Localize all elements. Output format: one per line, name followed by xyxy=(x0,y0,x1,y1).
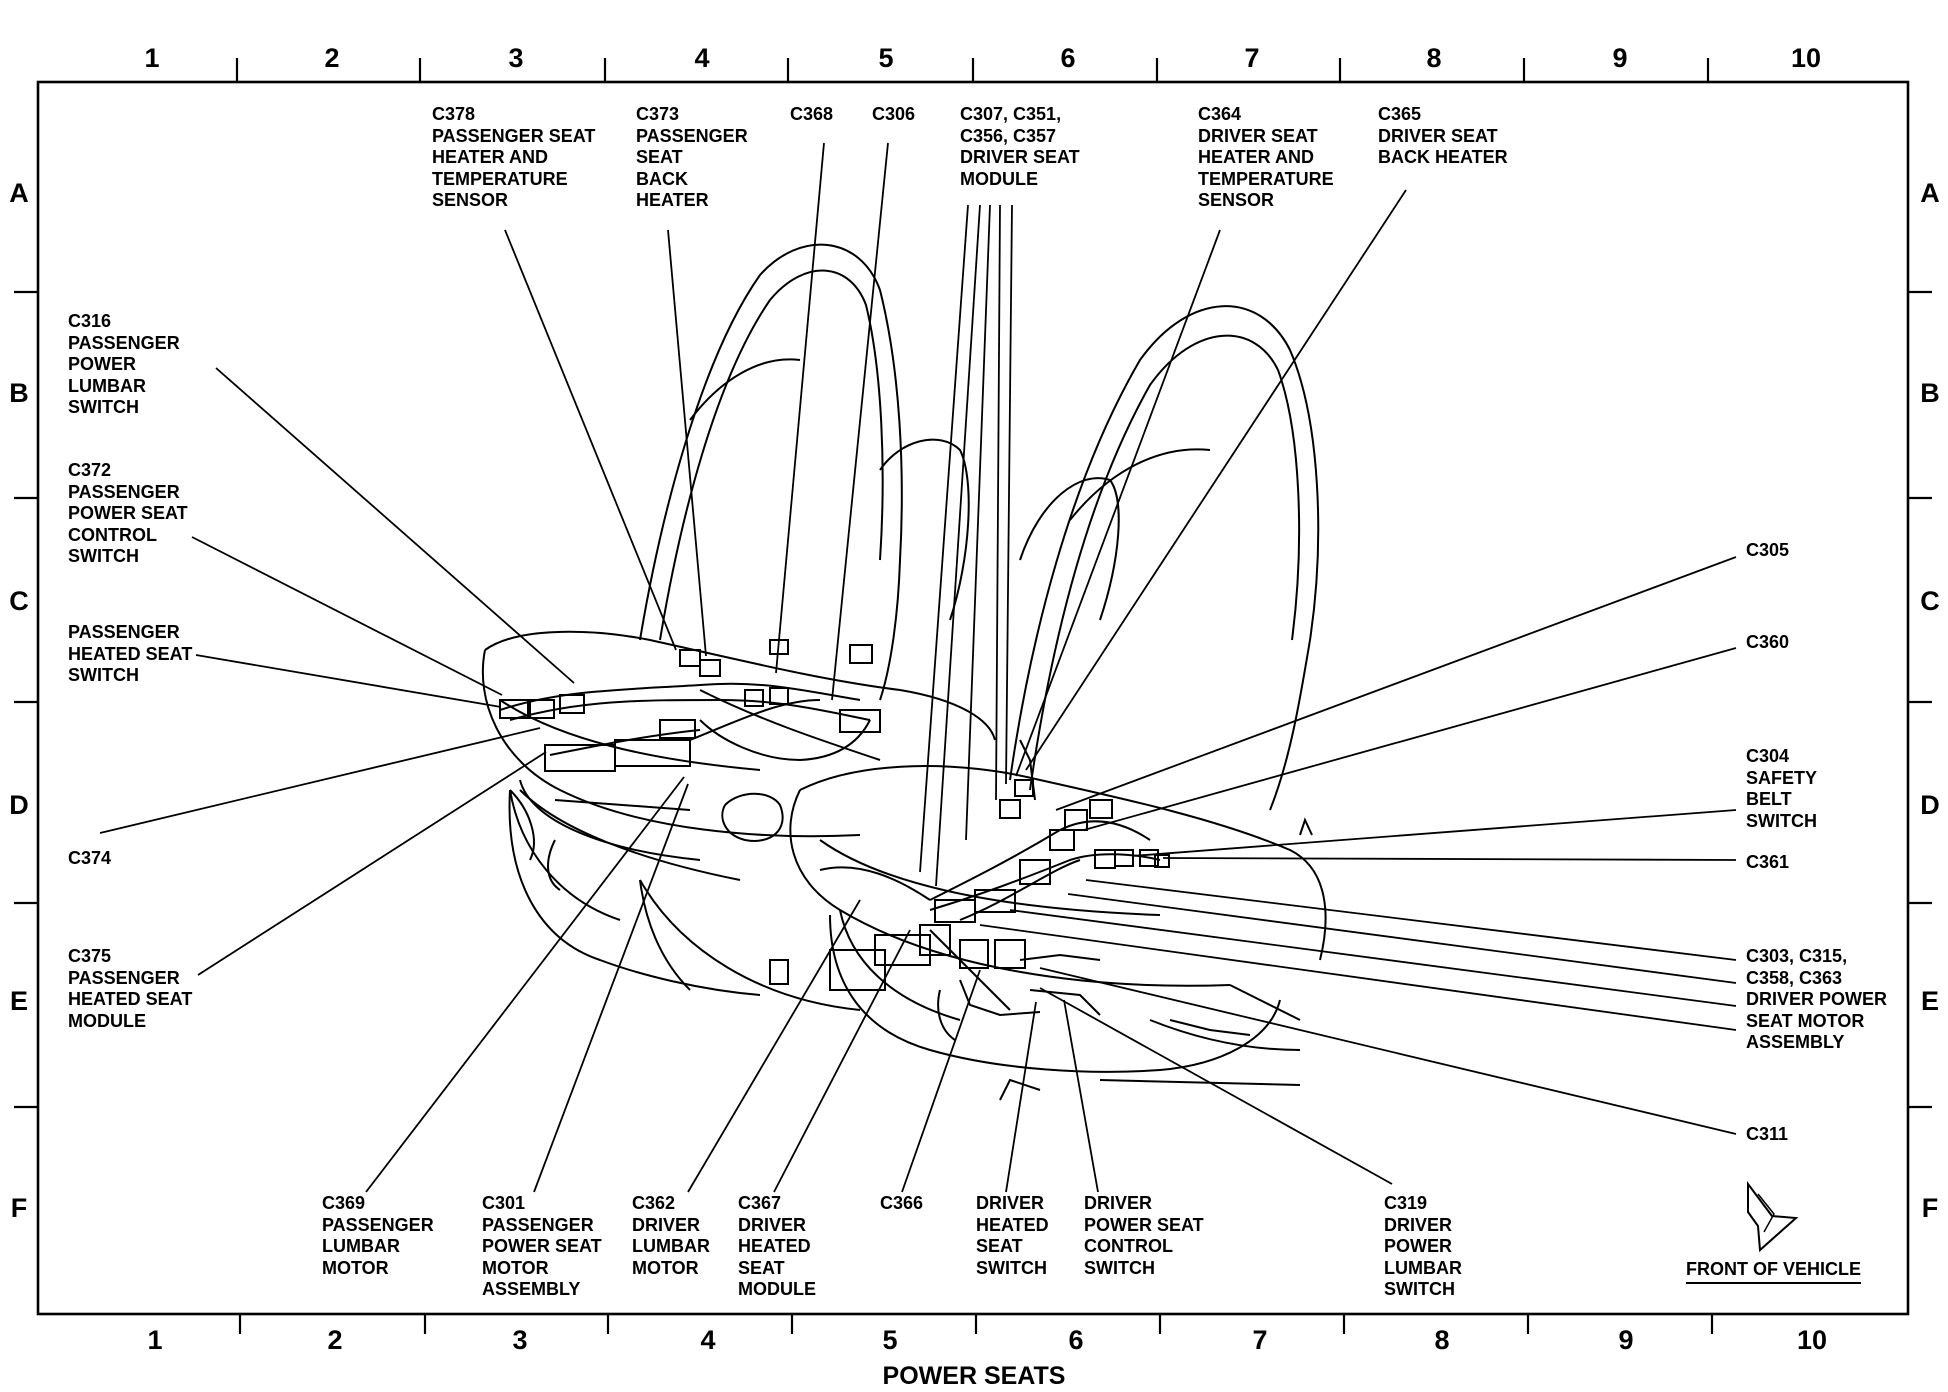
grid-top-3: 3 xyxy=(508,43,524,73)
grid-left-b: B xyxy=(9,378,29,408)
grid-left-d: D xyxy=(9,790,29,820)
callout-c374: C374 xyxy=(68,848,112,868)
callout-c360: C360 xyxy=(1746,632,1790,652)
callout-c366: C366 xyxy=(880,1193,924,1213)
top-grid-ticks xyxy=(235,58,1710,82)
callout-c361: C361 xyxy=(1746,852,1790,872)
callout-c305: C305 xyxy=(1746,540,1790,560)
grid-bottom-3: 3 xyxy=(512,1325,528,1355)
grid-bottom-6: 6 xyxy=(1068,1325,1084,1355)
grid-right-e: E xyxy=(1920,986,1939,1016)
grid-right-c: C xyxy=(1920,586,1940,616)
grid-left-f: F xyxy=(10,1193,28,1223)
front-of-vehicle-label: FRONT OF VEHICLE xyxy=(1686,1259,1861,1284)
passenger-seat xyxy=(481,243,996,1011)
grid-top-1: 1 xyxy=(144,43,160,73)
grid-top-6: 6 xyxy=(1060,43,1076,73)
grid-bottom-8: 8 xyxy=(1434,1325,1450,1355)
grid-top-2: 2 xyxy=(324,43,340,73)
bottom-grid-ticks xyxy=(238,1314,1714,1334)
grid-bottom-4: 4 xyxy=(700,1325,716,1355)
grid-right-b: B xyxy=(1920,378,1940,408)
grid-top-10: 10 xyxy=(1790,43,1822,73)
grid-top-8: 8 xyxy=(1426,43,1442,73)
grid-top-4: 4 xyxy=(694,43,710,73)
grid-right-d: D xyxy=(1920,790,1940,820)
grid-bottom-1: 1 xyxy=(147,1325,163,1355)
callout-c311: C311 xyxy=(1746,1124,1789,1144)
grid-left-e: E xyxy=(9,986,28,1016)
diagram-caption: POWER SEATS xyxy=(882,1362,1066,1390)
diagram-frame xyxy=(36,80,1910,1316)
leader-lines xyxy=(99,142,1737,1193)
grid-left-a: A xyxy=(9,178,29,208)
grid-bottom-7: 7 xyxy=(1252,1325,1268,1355)
grid-bottom-5: 5 xyxy=(882,1325,898,1355)
front-of-vehicle-arrow-icon xyxy=(1747,1181,1799,1253)
grid-top-9: 9 xyxy=(1612,43,1628,73)
grid-top-5: 5 xyxy=(878,43,894,73)
grid-right-a: A xyxy=(1920,178,1940,208)
callout-c306: C306 xyxy=(872,104,916,124)
right-grid-ticks xyxy=(1908,290,1932,1109)
grid-bottom-2: 2 xyxy=(327,1325,343,1355)
callout-c368: C368 xyxy=(790,104,834,124)
driver-seat xyxy=(789,305,1327,1101)
wiring-harness xyxy=(499,639,1170,1041)
left-grid-ticks xyxy=(14,290,38,1109)
grid-left-c: C xyxy=(9,586,29,616)
grid-bottom-10: 10 xyxy=(1796,1325,1828,1355)
grid-right-f: F xyxy=(1921,1193,1939,1223)
grid-bottom-9: 9 xyxy=(1618,1325,1634,1355)
grid-top-7: 7 xyxy=(1244,43,1260,73)
